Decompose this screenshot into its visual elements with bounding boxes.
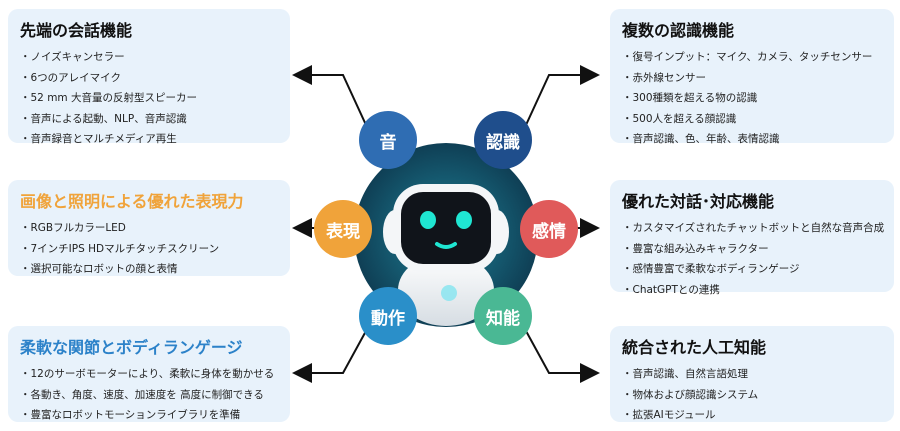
feature-list: 音声認識、自然言語処理 物体および顔認識システム 拡張AIモジュール: [622, 364, 882, 426]
feature-list: RGBフルカラーLED 7インチIPS HDマルチタッチスクリーン 選択可能なロ…: [20, 218, 278, 280]
feature-list: 復号インプット：マイク、カメラ、タッチセンサー 赤外線センサー 300種類を超え…: [622, 47, 882, 150]
robot-right-eye: [456, 211, 472, 229]
list-item: カスタマイズされたチャットボットと自然な音声合成: [622, 218, 885, 239]
arrow-ai: [519, 319, 600, 383]
list-item: 300種類を超える物の認識: [622, 88, 882, 109]
list-item: 選択可能なロボットの顔と表情: [20, 259, 278, 280]
arrow-conversation: [292, 65, 373, 139]
circle-intelligence: 知能: [474, 287, 532, 345]
list-item: 音声録音とマルチメディア再生: [20, 129, 278, 150]
list-item: 音声による起動、NLP、音声認識: [20, 109, 278, 130]
list-item: 豊富な組み込みキャラクター: [622, 239, 882, 260]
list-item: 拡張AIモジュール: [622, 405, 882, 426]
robot-chest-light: [441, 285, 457, 301]
list-item: ノイズキャンセラー: [20, 47, 278, 68]
box-title: 統合された人工知能: [622, 338, 767, 357]
robot-mouth: [435, 242, 457, 249]
feature-list: カスタマイズされたチャットボットと自然な音声合成 豊富な組み込みキャラクター 感…: [622, 218, 885, 301]
arrow-motion: [292, 319, 373, 383]
list-item: 復号インプット：マイク、カメラ、タッチセンサー: [622, 47, 882, 68]
robot-face-screen: [401, 192, 491, 264]
list-item: ChatGPTとの連携: [622, 280, 882, 301]
list-item: 音声認識、色、年齢、表情認識: [622, 129, 882, 150]
box-recognition: 複数の認識機能 復号インプット：マイク、カメラ、タッチセンサー 赤外線センサー …: [610, 9, 894, 145]
box-dialogue: 優れた対話･対応機能 カスタマイズされたチャットボットと自然な音声合成 豊富な組…: [610, 180, 894, 296]
list-item: 感情豊富で柔軟なボディランゲージ: [622, 259, 882, 280]
list-item: 各動き、角度、速度、加速度を 高度に制御できる: [20, 385, 278, 406]
list-item: 12のサーボモーターにより、柔軟に身体を動かせる: [20, 364, 278, 385]
circle-sound: 音: [359, 111, 417, 169]
box-title: 柔軟な関節とボディランゲージ: [20, 338, 243, 357]
list-item: 500人を超える顔認識: [622, 109, 882, 130]
box-ai: 統合された人工知能 音声認識、自然言語処理 物体および顔認識システム 拡張AIモ…: [610, 326, 894, 422]
box-title: 複数の認識機能: [622, 21, 735, 40]
circle-motion: 動作: [359, 287, 417, 345]
box-motion: 柔軟な関節とボディランゲージ 12のサーボモーターにより、柔軟に身体を動かせる …: [8, 326, 290, 422]
list-item: 赤外線センサー: [622, 68, 882, 89]
circle-recognition: 認識: [474, 111, 532, 169]
box-title: 先端の会話機能: [20, 21, 133, 40]
circle-emotion: 感情: [520, 200, 578, 258]
arrow-recognition: [519, 65, 600, 139]
box-expression: 画像と照明による優れた表現力 RGBフルカラーLED 7インチIPS HDマルチ…: [8, 180, 290, 276]
list-item: 52 mm 大音量の反射型スピーカー: [20, 88, 278, 109]
list-item: RGBフルカラーLED: [20, 218, 278, 239]
box-conversation: 先端の会話機能 ノイズキャンセラー 6つのアレイマイク 52 mm 大音量の反射…: [8, 9, 290, 145]
robot-left-eye: [420, 211, 436, 229]
list-item: 物体および顔認識システム: [622, 385, 882, 406]
list-item: 6つのアレイマイク: [20, 68, 278, 89]
list-item: 豊富なロボットモーションライブラリを準備: [20, 405, 278, 426]
list-item: 音声認識、自然言語処理: [622, 364, 882, 385]
feature-list: ノイズキャンセラー 6つのアレイマイク 52 mm 大音量の反射型スピーカー 音…: [20, 47, 278, 150]
robot-illustration: [354, 143, 538, 327]
box-title: 優れた対話･対応機能: [622, 192, 775, 211]
list-item: 7インチIPS HDマルチタッチスクリーン: [20, 239, 278, 260]
feature-list: 12のサーボモーターにより、柔軟に身体を動かせる 各動き、角度、速度、加速度を …: [20, 364, 278, 426]
circle-expression: 表現: [314, 200, 372, 258]
box-title: 画像と照明による優れた表現力: [20, 192, 244, 211]
